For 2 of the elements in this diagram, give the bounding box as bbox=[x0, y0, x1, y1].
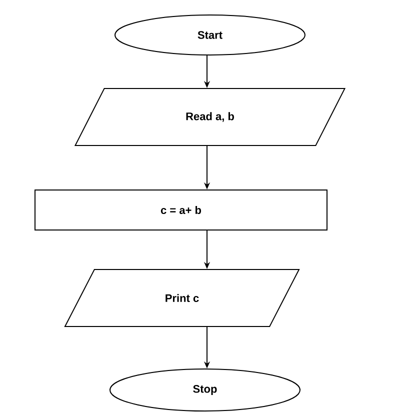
input-output-parallelogram: Print c bbox=[64, 269, 300, 327]
process-box: c = a+ b bbox=[34, 190, 328, 230]
